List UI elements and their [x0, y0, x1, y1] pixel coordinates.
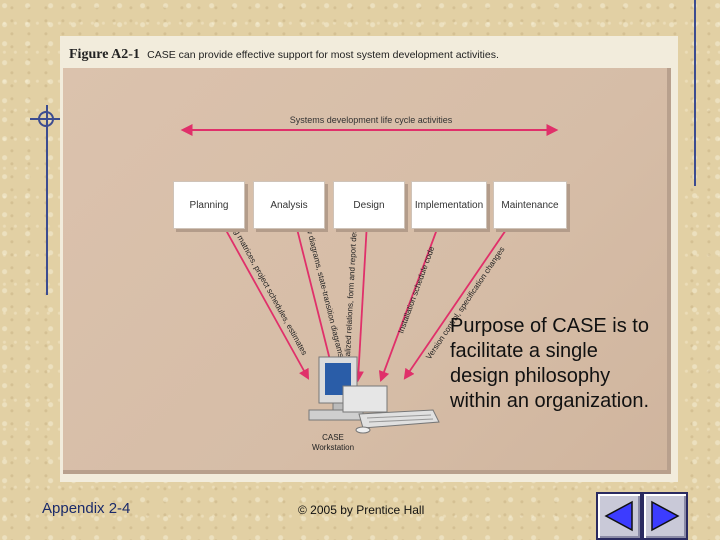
- phase-label-implementation: Implementation: [414, 199, 484, 211]
- workstation-label-case: CASE: [322, 433, 344, 442]
- right-vertical-line: [694, 0, 696, 186]
- phase-label-maintenance: Maintenance: [501, 199, 559, 211]
- arrow-maintenance: [403, 203, 525, 380]
- phase-label-analysis: Analysis: [270, 199, 308, 211]
- phase-box-implementation: Implementation: [411, 181, 487, 229]
- figure-caption: Figure A2-1 CASE can provide effective s…: [69, 46, 499, 63]
- left-vertical-line: [46, 105, 48, 295]
- arrow-analysis: [287, 202, 339, 383]
- footer-copyright: © 2005 by Prentice Hall: [298, 503, 425, 517]
- triangle-left-icon: [604, 500, 633, 532]
- next-slide-button[interactable]: [642, 492, 688, 540]
- purpose-text: Purpose of CASE is to facilitate a singl…: [450, 315, 650, 412]
- phase-label-design: Design: [353, 199, 385, 211]
- lifecycle-label: Systems development life cycle activitie…: [290, 115, 453, 125]
- phase-box-maintenance: Maintenance: [493, 181, 567, 229]
- case-workstation-icon: [308, 356, 440, 434]
- phase-box-planning: Planning: [173, 181, 245, 229]
- diagram-panel: Systems development life cycle activitie…: [63, 68, 671, 474]
- arrow-planning: [210, 203, 310, 380]
- footer-slide-label: Appendix 2-4: [42, 500, 131, 517]
- phase-box-design: Design: [333, 181, 405, 229]
- prev-slide-button[interactable]: [596, 492, 642, 540]
- triangle-right-icon: [651, 500, 680, 532]
- left-circle-ornament: [38, 111, 54, 127]
- workstation-label-workstation: Workstation: [312, 443, 354, 452]
- figure: Figure A2-1 CASE can provide effective s…: [60, 36, 678, 482]
- phase-label-planning: Planning: [189, 199, 229, 211]
- arrow-design: [353, 202, 373, 383]
- arrow-label-design: Normalized relations, form and report de…: [342, 214, 359, 376]
- figure-number: Figure A2-1: [69, 47, 140, 62]
- phase-box-analysis: Analysis: [253, 181, 325, 229]
- figure-title: CASE can provide effective support for m…: [147, 49, 499, 61]
- arrow-label-implementation: Installation schedule code: [396, 245, 436, 335]
